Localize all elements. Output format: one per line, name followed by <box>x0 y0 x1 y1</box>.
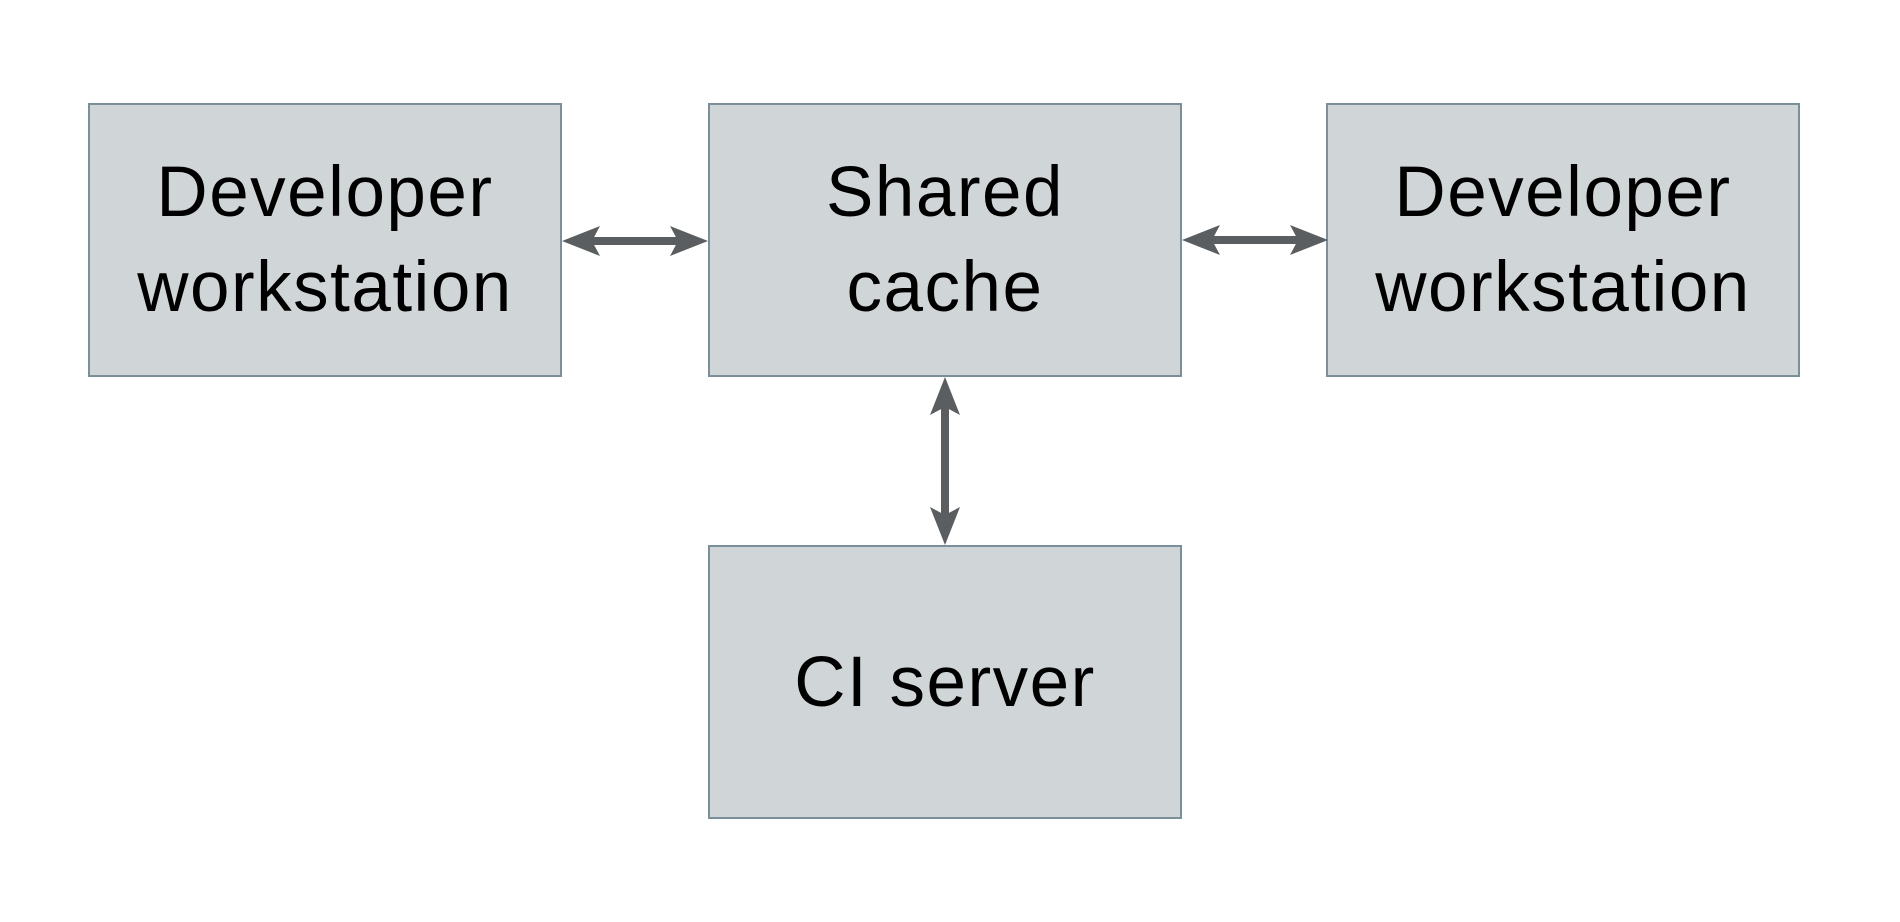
node-label-developer-workstation-right: Developer workstation <box>1375 153 1751 327</box>
arrow-cache-to-workstation-right-icon <box>1182 225 1328 255</box>
node-developer-workstation-right: Developer workstation <box>1326 103 1800 377</box>
node-label-shared-cache: Shared cache <box>826 153 1064 327</box>
node-shared-cache: Shared cache <box>708 103 1182 377</box>
node-developer-workstation-left: Developer workstation <box>88 103 562 377</box>
arrow-cache-to-ci-server-icon <box>930 377 960 545</box>
arrow-workstation-left-to-cache-icon <box>562 226 708 256</box>
node-label-ci-server: CI server <box>794 642 1096 722</box>
node-ci-server: CI server <box>708 545 1182 819</box>
node-label-developer-workstation-left: Developer workstation <box>137 153 513 327</box>
